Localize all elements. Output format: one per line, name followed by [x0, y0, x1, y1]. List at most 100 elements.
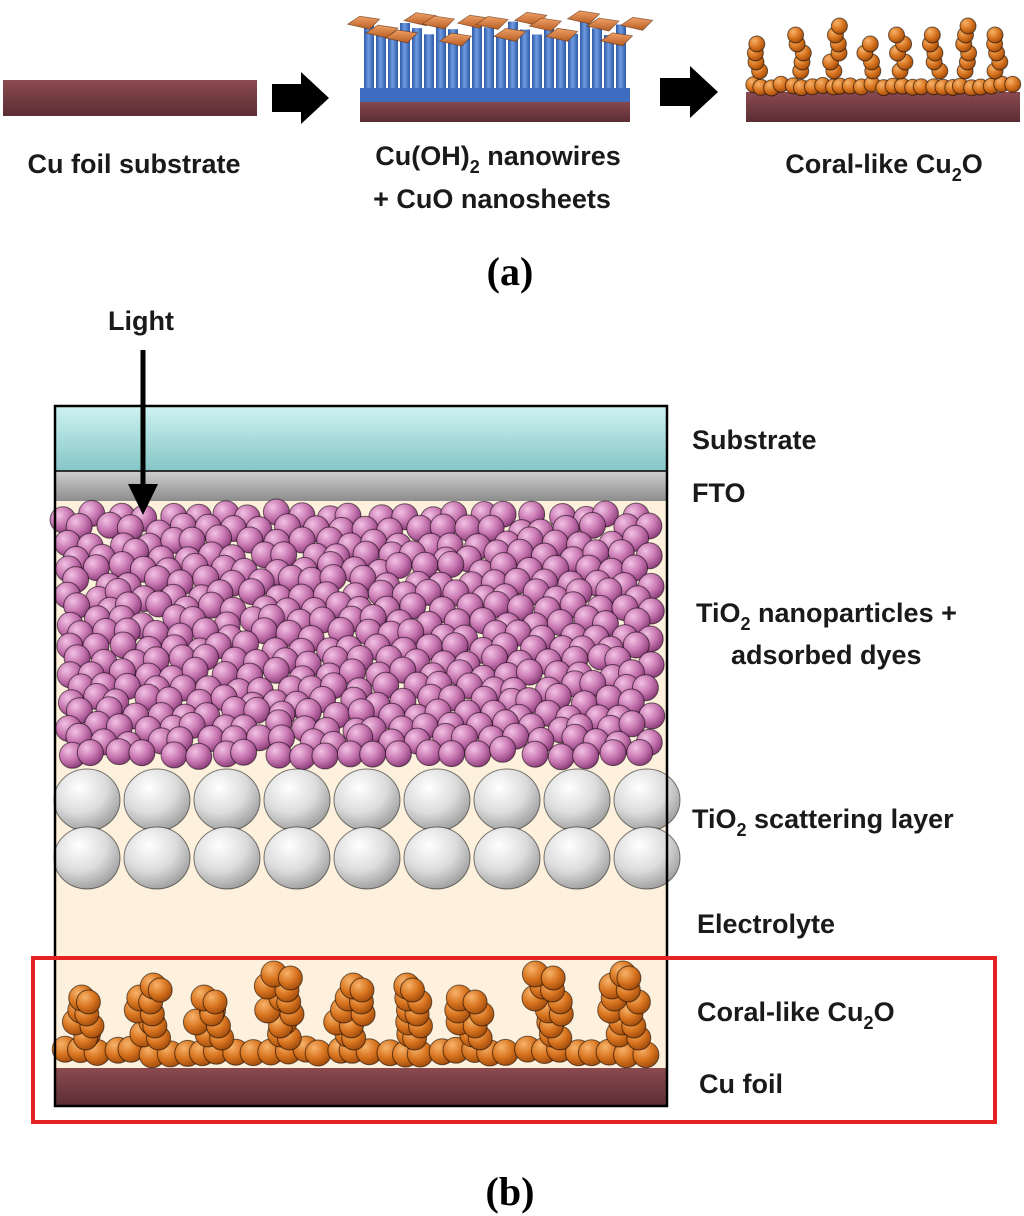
cu2o-particle	[277, 965, 303, 991]
dye-particle	[622, 631, 650, 659]
cuoh2-nanowire	[592, 28, 602, 92]
cuoh2-nanowire	[412, 28, 422, 93]
cu2o-particle	[75, 989, 101, 1015]
cuoh2-nanowire	[568, 33, 578, 92]
scattering-particle	[333, 826, 401, 890]
label-coral-cu2o: Coral-like Cu2O	[697, 997, 895, 1033]
scattering-particle	[263, 768, 331, 832]
scattering-particle	[123, 768, 191, 832]
scattering-particle	[263, 826, 331, 890]
dye-particle	[128, 739, 156, 767]
cu2o-particle	[830, 17, 848, 35]
cu2o-particle	[1004, 75, 1022, 93]
dye-particle	[626, 739, 654, 766]
cuo-nanosheet	[492, 28, 527, 42]
dye-particle	[521, 740, 549, 768]
panel-b: Light Substrate FTO TiO2 nanoparticles +…	[31, 306, 997, 1214]
cuoh2-nanowire	[436, 24, 446, 92]
dye-particle	[547, 743, 575, 771]
dye-particle	[105, 738, 133, 766]
cuoh2-nanowire	[460, 37, 470, 92]
cuoh2-nanowire	[604, 35, 614, 92]
process-arrow-1	[272, 72, 329, 124]
scattering-particle	[53, 768, 121, 832]
dye-particle	[265, 741, 293, 769]
cuoh2-nanowire	[376, 27, 386, 92]
dye-particle	[262, 656, 290, 684]
coral-sample-illustration	[745, 17, 1022, 122]
step-label-coral-cu2o: Coral-like Cu2O	[785, 149, 983, 185]
cu2o-particle	[986, 26, 1004, 44]
dye-particle	[579, 511, 606, 539]
scattering-particle	[613, 768, 681, 832]
cu2o-particle	[888, 26, 905, 44]
process-arrow-2	[660, 66, 718, 118]
scattering-particle	[403, 826, 471, 890]
cuo-nanosheet	[438, 32, 473, 47]
scattering-particle	[543, 768, 611, 832]
cu2o-particle	[923, 26, 941, 44]
tio2-nanoparticle-dye-layer	[49, 498, 666, 771]
light-arrow-head	[128, 484, 158, 515]
cuo-nanosheet	[599, 32, 634, 47]
label-cu-foil: Cu foil	[699, 1069, 783, 1099]
scattering-particle	[403, 768, 471, 832]
dye-particle	[359, 740, 387, 768]
scattering-particle	[473, 826, 541, 890]
cuoh2-nanowire	[556, 29, 566, 92]
highlight-box	[31, 956, 997, 1124]
cu2o-particle	[462, 989, 488, 1015]
scattering-particle	[613, 826, 681, 890]
scattering-particle	[193, 768, 261, 832]
cuo-nanosheet	[566, 10, 601, 25]
step-label-nanowires: Cu(OH)2 nanowires	[375, 141, 621, 177]
cuoh2-nanowire	[388, 32, 398, 92]
dye-particle	[515, 658, 543, 686]
cu2o-particle	[147, 977, 173, 1003]
dye-particle	[599, 739, 627, 767]
cell-outline	[53, 404, 669, 1108]
panel-b-letter: (b)	[486, 1169, 535, 1214]
cu2o-particle	[748, 35, 766, 53]
cuo-nanosheet	[421, 15, 456, 30]
dye-particle	[384, 740, 412, 768]
cu2o-particle	[616, 965, 642, 991]
cuoh2-nanowire	[532, 34, 542, 92]
label-tio2-nanoparticles: TiO2 nanoparticles +	[696, 598, 957, 634]
cu2o-particle	[540, 965, 566, 991]
nanowire-blue-base	[360, 88, 630, 102]
cuo-nanosheet	[384, 29, 419, 44]
label-substrate: Substrate	[692, 425, 817, 455]
cuo-nanosheet	[528, 17, 563, 32]
cu2o-particle	[202, 989, 228, 1015]
scattering-particle	[473, 768, 541, 832]
cuoh2-nanowire	[448, 29, 458, 92]
substrate-glass-layer	[55, 406, 667, 471]
dye-particle	[76, 739, 104, 767]
dye-particle	[230, 738, 258, 766]
cuoh2-nanowire	[580, 20, 590, 93]
scattering-particle	[53, 826, 121, 890]
dye-particle	[438, 740, 466, 768]
coral-cu2o-layer	[51, 960, 660, 1069]
cu-foil-bar	[3, 80, 257, 116]
cuoh2-nanowire	[400, 23, 410, 92]
step-label-nanosheets: + CuO nanosheets	[373, 184, 611, 214]
cu2o-particle	[400, 977, 425, 1003]
panel-a-letter: (a)	[487, 249, 534, 294]
cuo-nanosheet	[585, 17, 620, 32]
cuoh2-nanowire	[616, 24, 626, 92]
dye-particle	[618, 710, 646, 738]
cuoh2-nanowire	[424, 34, 434, 92]
tio2-scattering-layer	[53, 768, 681, 890]
label-tio2-scattering: TiO2 scattering layer	[692, 804, 954, 840]
cuoh2-nanowire	[544, 24, 554, 93]
cuo-nanosheet	[544, 27, 579, 42]
nanowire-foil-base	[360, 100, 630, 122]
cu2o-particle	[861, 35, 879, 53]
cu2o-particle	[787, 26, 805, 44]
nanowire-sample-illustration	[346, 10, 654, 122]
cu2o-particle	[959, 17, 977, 35]
dye-particle	[572, 742, 600, 770]
dye-particle	[160, 741, 188, 769]
